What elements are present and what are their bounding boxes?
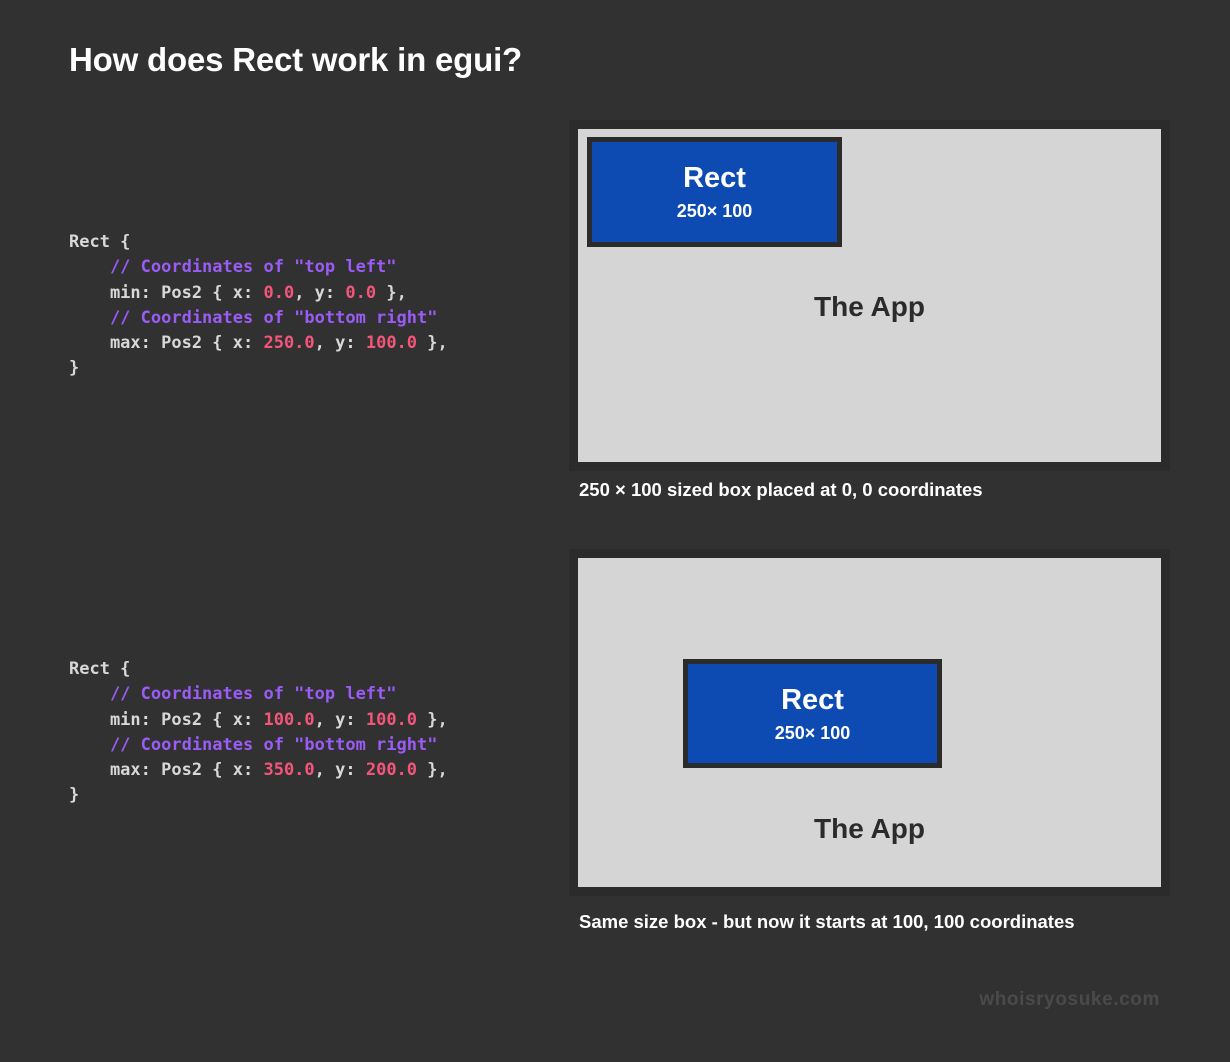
code-token-plain: }, (417, 760, 448, 781)
code-token-plain: }, (417, 333, 448, 354)
code-token-num: 0.0 (263, 282, 295, 303)
watermark: whoisryosuke.com (979, 989, 1160, 1010)
code-token-plain: max: Pos2 { x: (69, 760, 264, 781)
code-token-plain: }, (417, 709, 448, 730)
code-token-comment: // Coordinates of "top left" (69, 257, 397, 278)
figure-caption-rect-offset: Same size box - but now it starts at 100… (579, 911, 1075, 932)
code-token-plain: , y: (294, 282, 346, 303)
code-line: max: Pos2 { x: 350.0, y: 200.0 }, (69, 758, 448, 783)
code-token-plain: , y: (314, 709, 366, 730)
code-line: } (69, 783, 448, 808)
code-line: min: Pos2 { x: 0.0, y: 0.0 }, (69, 281, 448, 306)
code-line: // Coordinates of "bottom right" (69, 306, 448, 331)
figure-rect-at-origin: The App Rect 250× 100 (569, 120, 1170, 471)
code-line: Rect { (69, 230, 448, 255)
rect-box-dimensions: 250× 100 (774, 722, 851, 743)
rect-box-title: Rect (683, 162, 746, 194)
code-token-comment: // Coordinates of "top left" (69, 684, 397, 705)
app-panel: The App Rect 250× 100 (569, 549, 1170, 896)
code-token-plain: max: Pos2 { x: (69, 333, 264, 354)
code-token-plain: Rect { (69, 659, 131, 679)
code-token-num: 100.0 (263, 709, 315, 730)
rect-box: Rect 250× 100 (587, 137, 842, 247)
rect-box-title: Rect (781, 683, 844, 716)
app-panel-label: The App (814, 291, 925, 322)
code-line: // Coordinates of "bottom right" (69, 733, 448, 758)
code-token-plain: } (69, 358, 80, 379)
figure-rect-offset: The App Rect 250× 100 (569, 549, 1170, 896)
code-token-plain: min: Pos2 { x: (69, 709, 264, 730)
code-line: // Coordinates of "top left" (69, 682, 448, 707)
code-token-num: 0.0 (345, 282, 377, 303)
code-token-plain: , y: (314, 333, 366, 354)
code-line: // Coordinates of "top left" (69, 255, 448, 280)
code-block-rect-at-origin: Rect { // Coordinates of "top left" min:… (69, 230, 448, 382)
code-token-num: 250.0 (263, 333, 315, 354)
code-line: } (69, 356, 448, 381)
app-panel: The App Rect 250× 100 (569, 120, 1170, 471)
page-title: How does Rect work in egui? (69, 41, 522, 78)
code-token-num: 100.0 (365, 709, 418, 730)
code-block-rect-offset: Rect { // Coordinates of "top left" min:… (69, 657, 448, 809)
code-token-plain: Rect { (69, 232, 131, 252)
code-token-plain: } (69, 785, 80, 806)
app-panel-label: The App (814, 813, 925, 844)
rect-box: Rect 250× 100 (683, 659, 942, 768)
code-token-plain: min: Pos2 { x: (69, 282, 264, 303)
code-line: max: Pos2 { x: 250.0, y: 100.0 }, (69, 331, 448, 356)
code-token-num: 100.0 (365, 333, 418, 354)
code-line: Rect { (69, 657, 448, 682)
code-token-num: 350.0 (263, 760, 315, 781)
code-line: min: Pos2 { x: 100.0, y: 100.0 }, (69, 708, 448, 733)
code-token-num: 200.0 (365, 760, 418, 781)
code-token-comment: // Coordinates of "bottom right" (69, 307, 438, 328)
code-token-comment: // Coordinates of "bottom right" (69, 734, 438, 755)
figure-caption-rect-at-origin: 250 × 100 sized box placed at 0, 0 coord… (579, 479, 983, 500)
rect-box-dimensions: 250× 100 (676, 201, 753, 221)
code-token-plain: }, (376, 282, 407, 303)
code-token-plain: , y: (314, 760, 366, 781)
